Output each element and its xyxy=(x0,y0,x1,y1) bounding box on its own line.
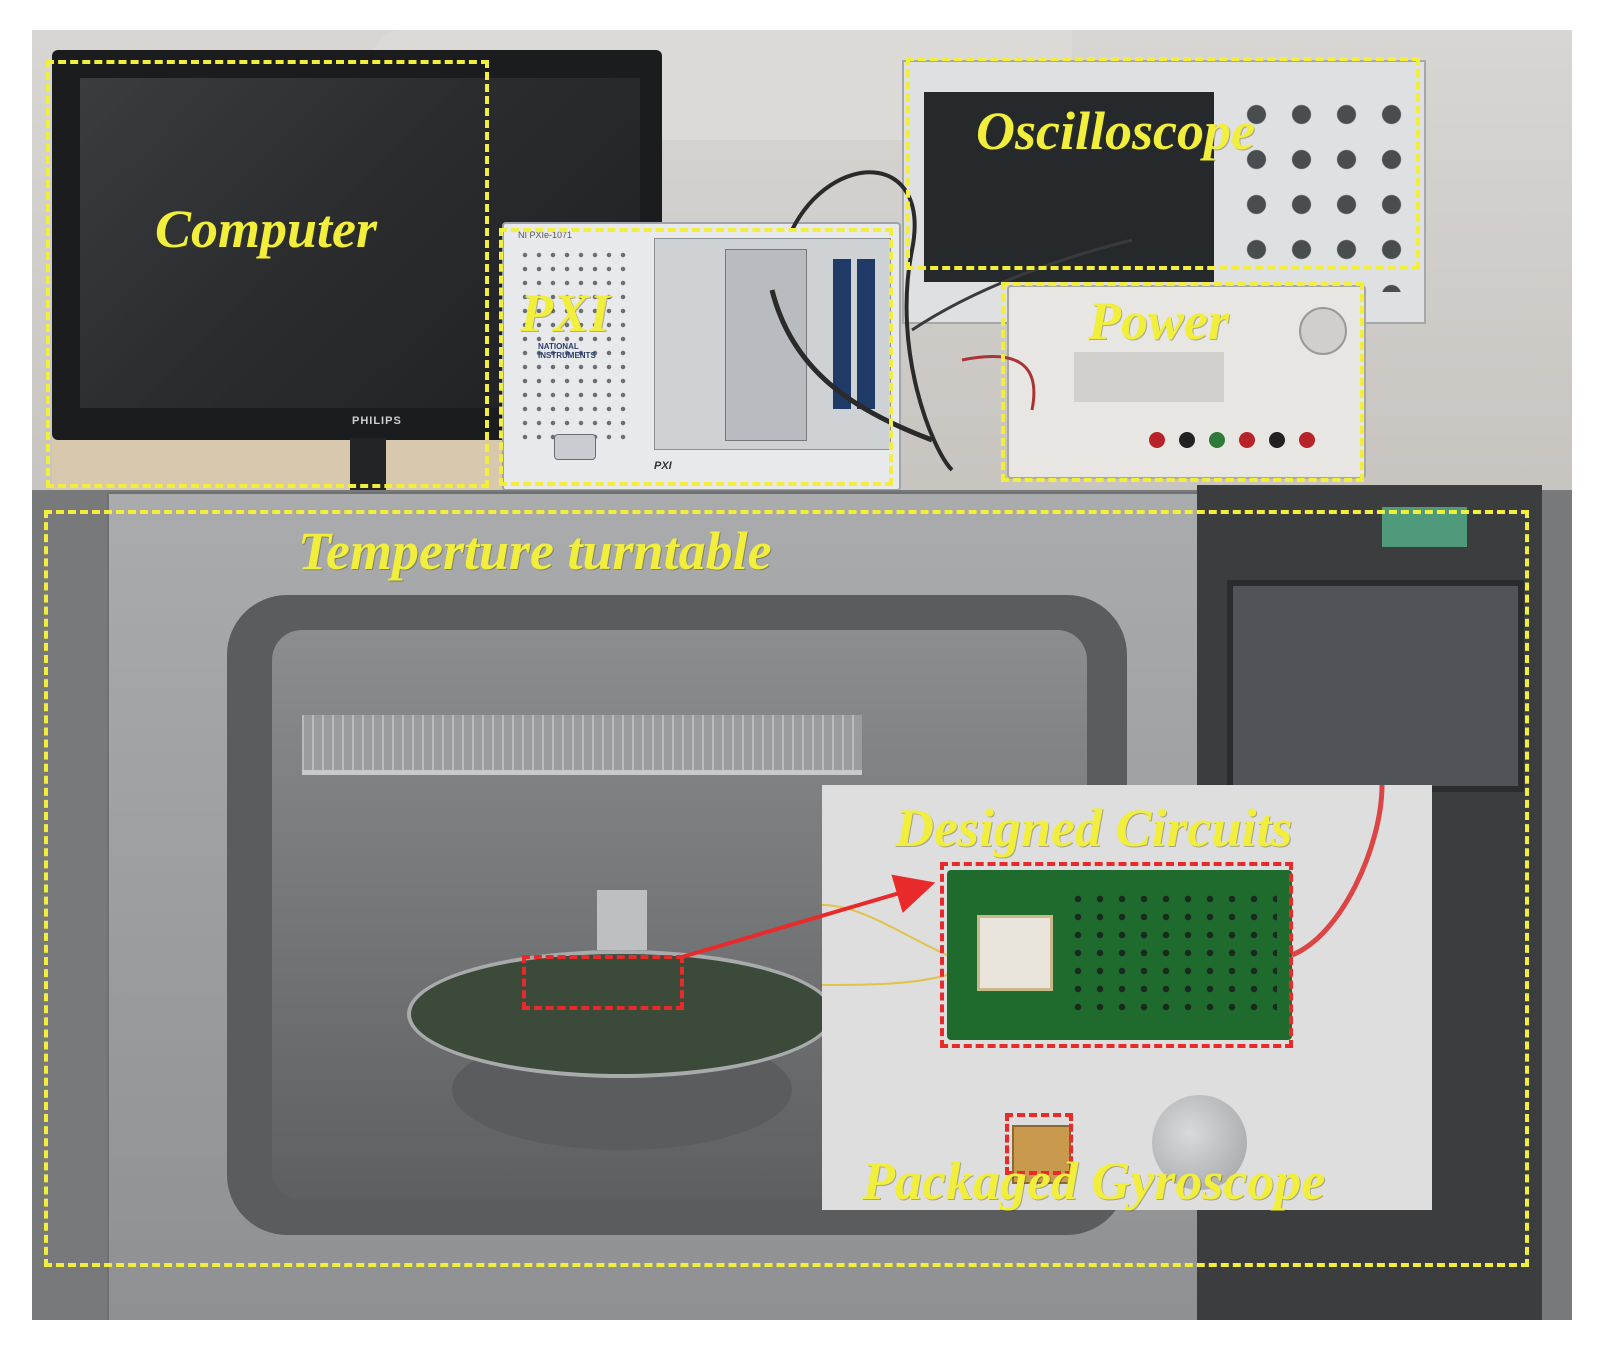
photo-scene: PHILIPS NI PXIe-1071 NATIONAL INSTRUMENT… xyxy=(32,30,1572,1320)
callout-arrow xyxy=(681,874,936,959)
pxi-slot-a xyxy=(833,259,851,409)
pxi-model-text: NI PXIe-1071 xyxy=(518,230,573,240)
gyroscope-box xyxy=(1005,1113,1073,1175)
fixture-block xyxy=(597,890,647,950)
circuits-label: Designed Circuits xyxy=(895,798,1293,858)
pxi-label: PXI xyxy=(520,283,611,343)
chamber-touchscreen xyxy=(1227,580,1524,792)
cables xyxy=(769,170,1133,472)
computer-box xyxy=(46,60,489,488)
mems-die xyxy=(977,915,1053,991)
pxi-vent-grid xyxy=(518,248,628,448)
power-terminal-black-1 xyxy=(1179,432,1195,448)
power-terminal-red-2 xyxy=(1239,432,1255,448)
chamber-shelf xyxy=(302,715,862,775)
pxi-box xyxy=(499,228,893,486)
oscilloscope xyxy=(902,60,1426,324)
monitor-brand: PHILIPS xyxy=(352,415,402,427)
turntable-label: Temperture turntable xyxy=(298,521,772,581)
power-terminal-green xyxy=(1209,432,1225,448)
inset-wires xyxy=(822,785,1385,986)
pxi-vendor-text: NATIONAL INSTRUMENTS xyxy=(538,342,596,360)
pcb-board xyxy=(947,870,1292,1040)
oscilloscope-screen xyxy=(924,92,1214,282)
power-terminal-red-1 xyxy=(1149,432,1165,448)
power-knob xyxy=(1299,307,1347,355)
power-box xyxy=(1001,282,1364,482)
pxi-slot-b xyxy=(857,259,875,409)
computer-label: Computer xyxy=(155,199,378,259)
pxi-badge: PXI xyxy=(654,460,672,472)
power-terminal-black-2 xyxy=(1269,432,1285,448)
oscilloscope-label: Oscilloscope xyxy=(976,101,1255,161)
power-supply xyxy=(1007,285,1366,479)
oscilloscope-knobs xyxy=(1234,92,1414,292)
turntable-circuit-box xyxy=(522,955,684,1010)
turntable-platform xyxy=(407,950,835,1078)
monitor-stand xyxy=(350,438,386,500)
pxi-chassis: NI PXIe-1071 NATIONAL INSTRUMENTS PXI xyxy=(502,222,901,491)
designed-circuits-box xyxy=(940,862,1293,1048)
power-terminal-red-3 xyxy=(1299,432,1315,448)
pcb-components xyxy=(1067,890,1277,1020)
gyroscope-label: Packaged Gyroscope xyxy=(862,1151,1326,1211)
pxi-power-button xyxy=(554,434,596,460)
power-label: Power xyxy=(1088,291,1229,351)
oscilloscope-box xyxy=(906,57,1420,270)
coin xyxy=(1152,1095,1247,1190)
turntable-box xyxy=(44,510,1529,1267)
power-keypad xyxy=(1074,352,1224,402)
inset-photo xyxy=(822,785,1432,1210)
